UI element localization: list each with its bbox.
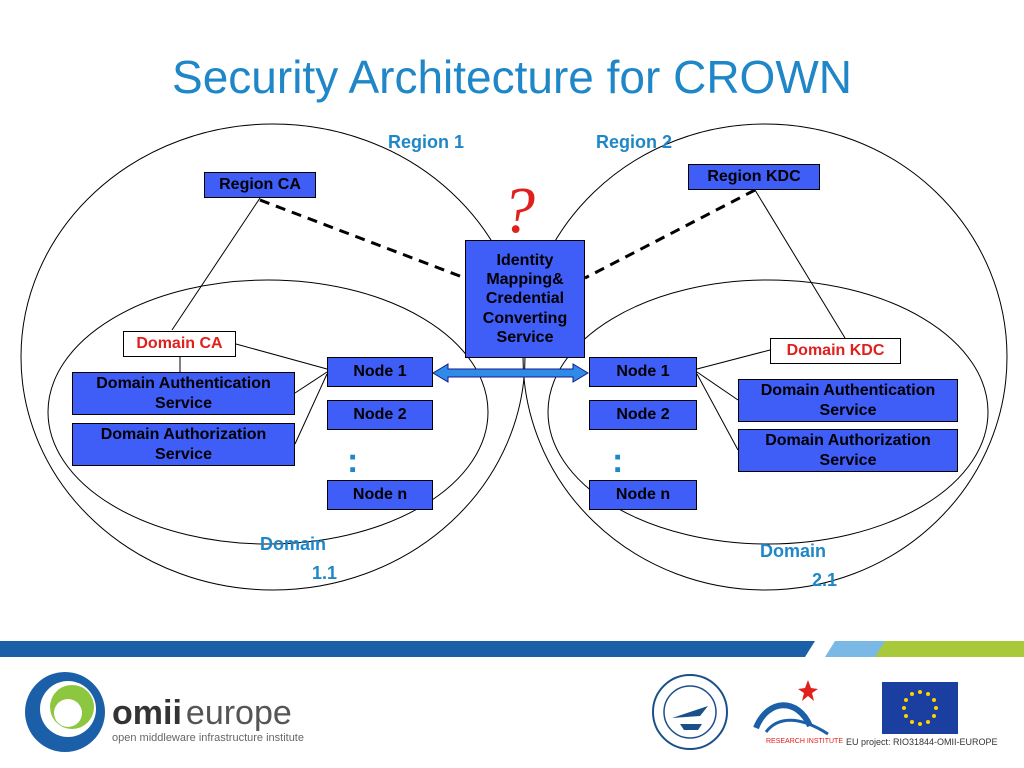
region-ca-box: Region CA bbox=[204, 172, 316, 198]
question-mark: ? bbox=[502, 174, 535, 247]
double-arrow bbox=[432, 363, 589, 383]
page-title: Security Architecture for CROWN bbox=[172, 51, 852, 103]
domain21-label-line1: Domain bbox=[760, 541, 827, 561]
right-auth-service-box: Domain Authentication Service bbox=[738, 379, 958, 422]
identity-mapping-service-box: Identity Mapping& Credential Converting … bbox=[465, 240, 585, 358]
omii-brand-main: omii bbox=[112, 694, 182, 732]
research-institute-logo-icon bbox=[753, 680, 829, 736]
domain21-label-line2: 2.1 bbox=[812, 570, 838, 590]
left-vertical-dots: : bbox=[347, 442, 359, 480]
domain11-label-line1: Domain bbox=[260, 534, 327, 554]
right-authz-service-box: Domain Authorization Service bbox=[738, 429, 958, 472]
domain11-ellipse bbox=[47, 279, 489, 545]
left-authz-service-box: Domain Authorization Service bbox=[72, 423, 295, 466]
omii-logo-icon bbox=[25, 672, 105, 752]
left-node2-box: Node 2 bbox=[327, 400, 433, 430]
domain-ca-box: Domain CA bbox=[123, 331, 236, 357]
domain21-ellipse bbox=[547, 279, 989, 545]
university-seal-icon bbox=[652, 674, 728, 750]
region1-label: Region 1 bbox=[388, 132, 465, 152]
right-vertical-dots: : bbox=[612, 442, 624, 480]
right-node1-box: Node 1 bbox=[589, 357, 697, 387]
left-node1-box: Node 1 bbox=[327, 357, 433, 387]
domain11-label-line2: 1.1 bbox=[312, 563, 338, 583]
right-node2-box: Node 2 bbox=[589, 400, 697, 430]
left-noden-box: Node n bbox=[327, 480, 433, 510]
region2-label: Region 2 bbox=[596, 132, 673, 152]
domain-kdc-box: Domain KDC bbox=[770, 338, 901, 364]
omii-brand-europe: europe bbox=[185, 694, 292, 732]
footer-band bbox=[0, 641, 1024, 657]
left-auth-service-box: Domain Authentication Service bbox=[72, 372, 295, 415]
eu-flag-icon bbox=[882, 682, 958, 734]
region-kdc-box: Region KDC bbox=[688, 164, 820, 190]
eu-project-label: EU project: RIO31844-OMII-EUROPE bbox=[846, 737, 998, 747]
right-noden-box: Node n bbox=[589, 480, 697, 510]
omii-tagline: open middleware infrastructure institute bbox=[112, 732, 304, 744]
research-institute-label: RESEARCH INSTITUTE bbox=[766, 738, 844, 745]
